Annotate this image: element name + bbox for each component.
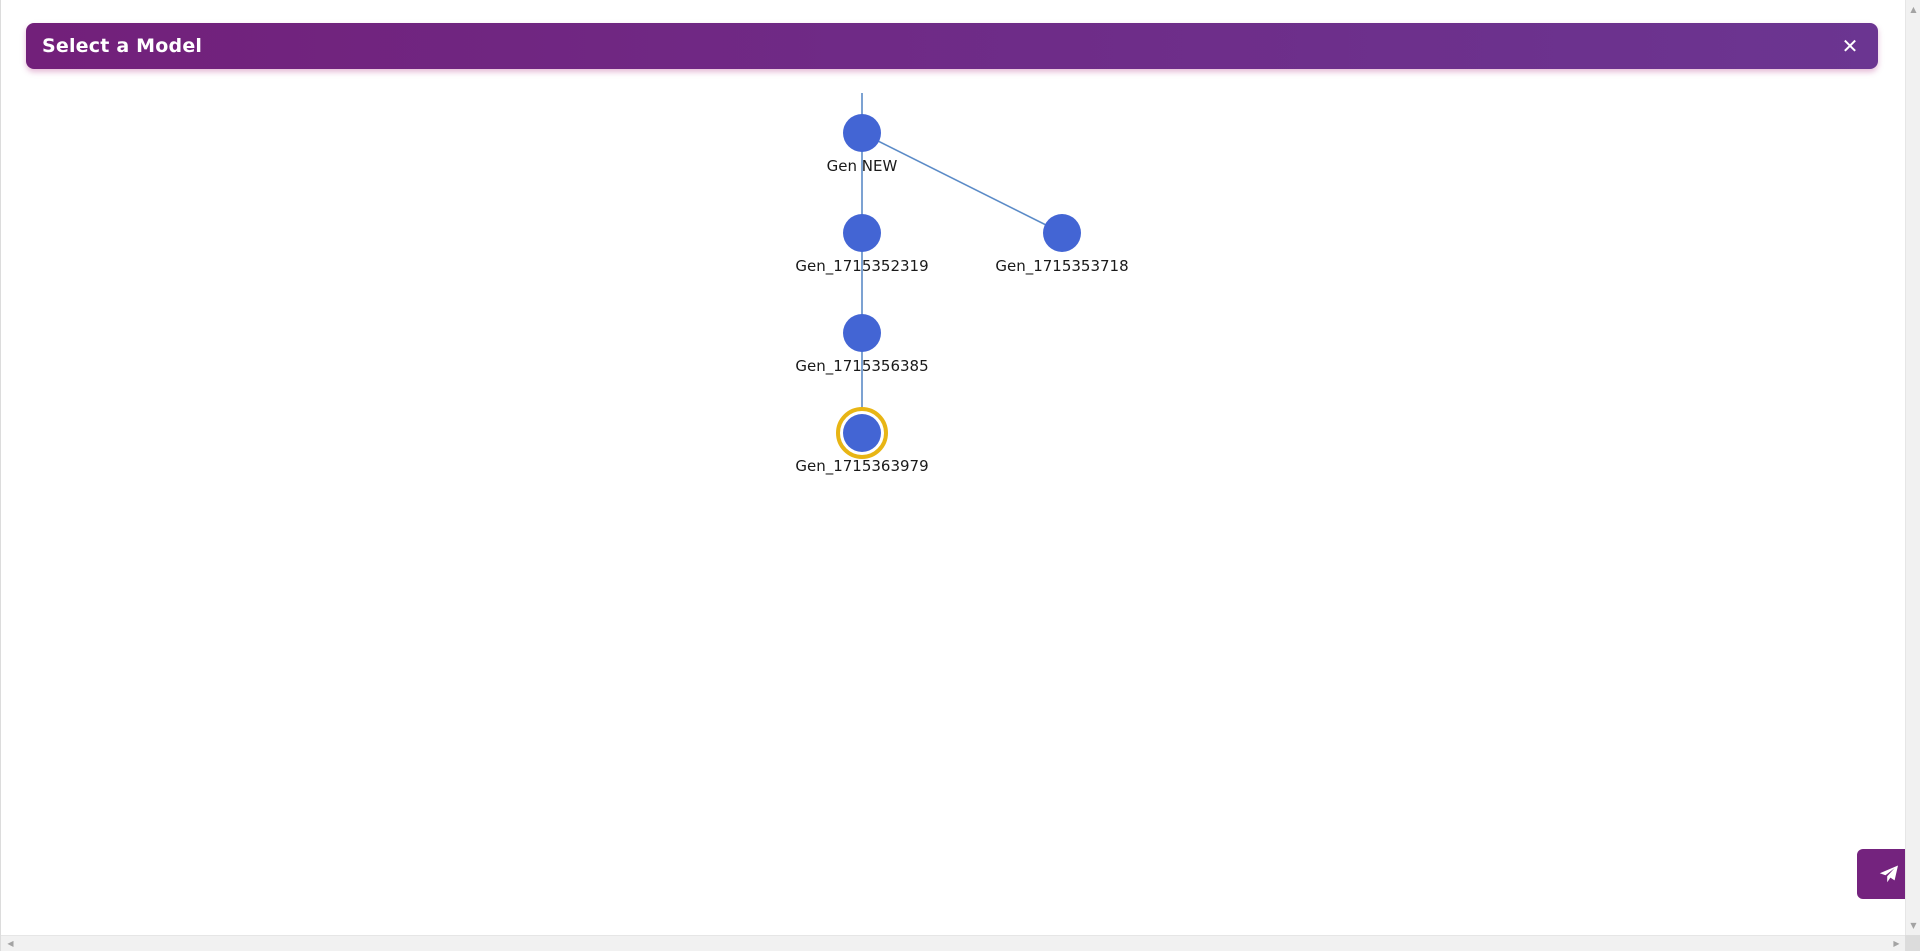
modal-header: Select a Model ✕ <box>26 23 1878 69</box>
horizontal-scrollbar[interactable]: ◀ ▶ <box>1 935 1906 951</box>
tree-node-circle[interactable] <box>843 314 881 352</box>
tree-node-gen-1715356385[interactable]: Gen_1715356385 <box>795 314 929 376</box>
scroll-down-arrow-icon[interactable]: ▼ <box>1910 921 1917 930</box>
tree-node-gen-1715353718[interactable]: Gen_1715353718 <box>995 214 1129 276</box>
vertical-scrollbar[interactable]: ▲ ▼ <box>1905 0 1920 935</box>
tree-node-label[interactable]: Gen_1715352319 <box>795 257 928 276</box>
tree-node-circle[interactable] <box>843 114 881 152</box>
tree-node-label[interactable]: Gen_1715353718 <box>995 257 1128 276</box>
close-button[interactable]: ✕ <box>1838 34 1862 58</box>
tree-node-label[interactable]: Gen NEW <box>827 157 898 175</box>
modal-title: Select a Model <box>42 35 203 57</box>
tree-node-gen-new[interactable]: Gen NEW <box>827 114 898 175</box>
tree-node-circle[interactable] <box>843 414 881 452</box>
scrollbar-corner <box>1905 935 1920 951</box>
tree-node-circle[interactable] <box>1043 214 1081 252</box>
tree-node-label[interactable]: Gen_1715363979 <box>795 457 928 476</box>
scroll-up-arrow-icon[interactable]: ▲ <box>1910 5 1917 14</box>
paper-plane-icon <box>1879 865 1898 883</box>
tree-node-gen-1715363979[interactable]: Gen_1715363979 <box>795 407 929 476</box>
tree-node-gen-1715352319[interactable]: Gen_1715352319 <box>795 214 929 276</box>
close-icon: ✕ <box>1841 34 1859 58</box>
tree-node-circle[interactable] <box>843 214 881 252</box>
scroll-left-arrow-icon[interactable]: ◀ <box>7 939 14 948</box>
tree-edge <box>861 132 1063 234</box>
model-tree-svg: Gen NEW Gen_1715352319 Gen_1715353718Gen_1… <box>795 93 1129 476</box>
tree-node-label[interactable]: Gen_1715356385 <box>795 357 928 376</box>
scroll-right-arrow-icon[interactable]: ▶ <box>1893 939 1900 948</box>
